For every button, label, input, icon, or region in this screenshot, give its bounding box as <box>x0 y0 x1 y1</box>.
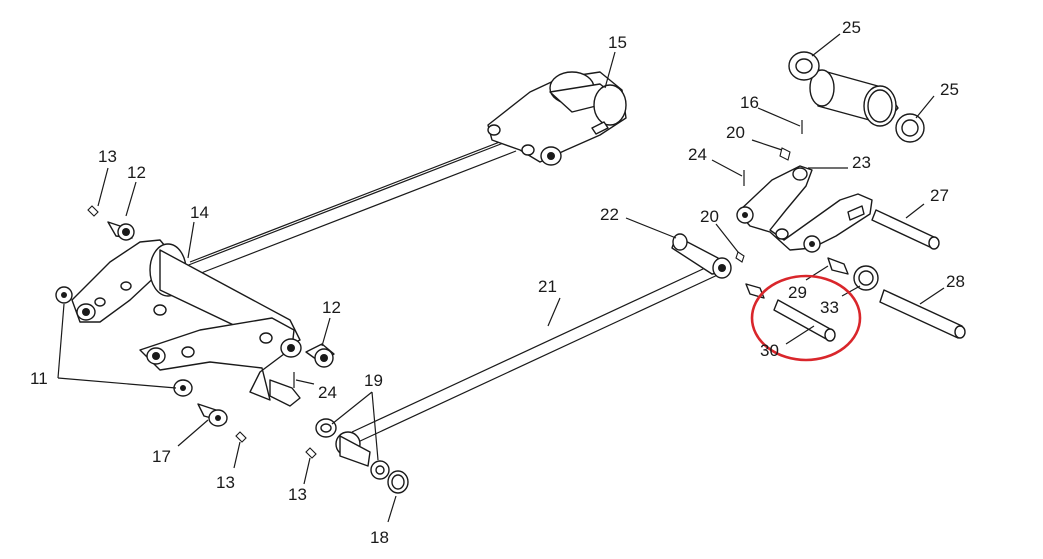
callout-24-left: 24 <box>318 383 337 402</box>
callout-25-top: 25 <box>842 18 861 37</box>
part-19-washers <box>315 418 390 480</box>
callout-16: 16 <box>740 93 759 112</box>
callout-labels: 15 13 12 14 11 12 24 19 17 13 13 18 21 2… <box>30 18 965 547</box>
callout-20-upper: 20 <box>726 123 745 142</box>
callout-20-lower: 20 <box>700 207 719 226</box>
part-14-bracket <box>71 239 302 407</box>
part-12-lower-bushing <box>305 343 335 368</box>
part-17-bolt <box>197 403 228 427</box>
callout-12-lower: 12 <box>322 298 341 317</box>
part-22-tube <box>671 233 732 279</box>
callout-13-low: 13 <box>288 485 307 504</box>
part-28-shaft <box>879 289 966 339</box>
callout-11: 11 <box>30 369 48 388</box>
part-33-bushing <box>853 265 879 291</box>
part-30-shaft <box>773 299 836 342</box>
callout-33: 33 <box>820 298 839 317</box>
callout-27: 27 <box>930 186 949 205</box>
part-20-screws <box>735 147 791 263</box>
part-21-tie-rod <box>351 261 725 443</box>
callout-22: 22 <box>600 205 619 224</box>
part-15-bracket <box>487 71 627 166</box>
part-23-bracket <box>736 165 873 253</box>
callout-23: 23 <box>852 153 871 172</box>
rod-21-lower-end <box>335 431 371 467</box>
callout-13-top: 13 <box>98 147 117 166</box>
highlight-ellipse <box>750 274 862 362</box>
part-13-screws <box>87 205 317 459</box>
callout-29: 29 <box>788 283 807 302</box>
callout-24-right: 24 <box>688 145 707 164</box>
callout-17: 17 <box>152 447 171 466</box>
callout-21: 21 <box>538 277 557 296</box>
upper-long-shaft <box>185 137 517 276</box>
part-11-spacer <box>55 286 193 397</box>
part-25-roller <box>788 51 925 143</box>
callout-12-top: 12 <box>127 163 146 182</box>
callout-19: 19 <box>364 371 383 390</box>
part-16-24-indicators <box>293 120 803 388</box>
callout-25-right: 25 <box>940 80 959 99</box>
callout-14: 14 <box>190 203 209 222</box>
leader-lines <box>57 33 945 523</box>
part-12-upper-bushing <box>107 221 135 241</box>
part-27-shaft <box>871 209 940 250</box>
callout-18: 18 <box>370 528 389 547</box>
callout-28: 28 <box>946 272 965 291</box>
callout-13-mid: 13 <box>216 473 235 492</box>
part-18-washer <box>387 470 409 494</box>
callout-30: 30 <box>760 341 779 360</box>
callout-15: 15 <box>608 33 627 52</box>
